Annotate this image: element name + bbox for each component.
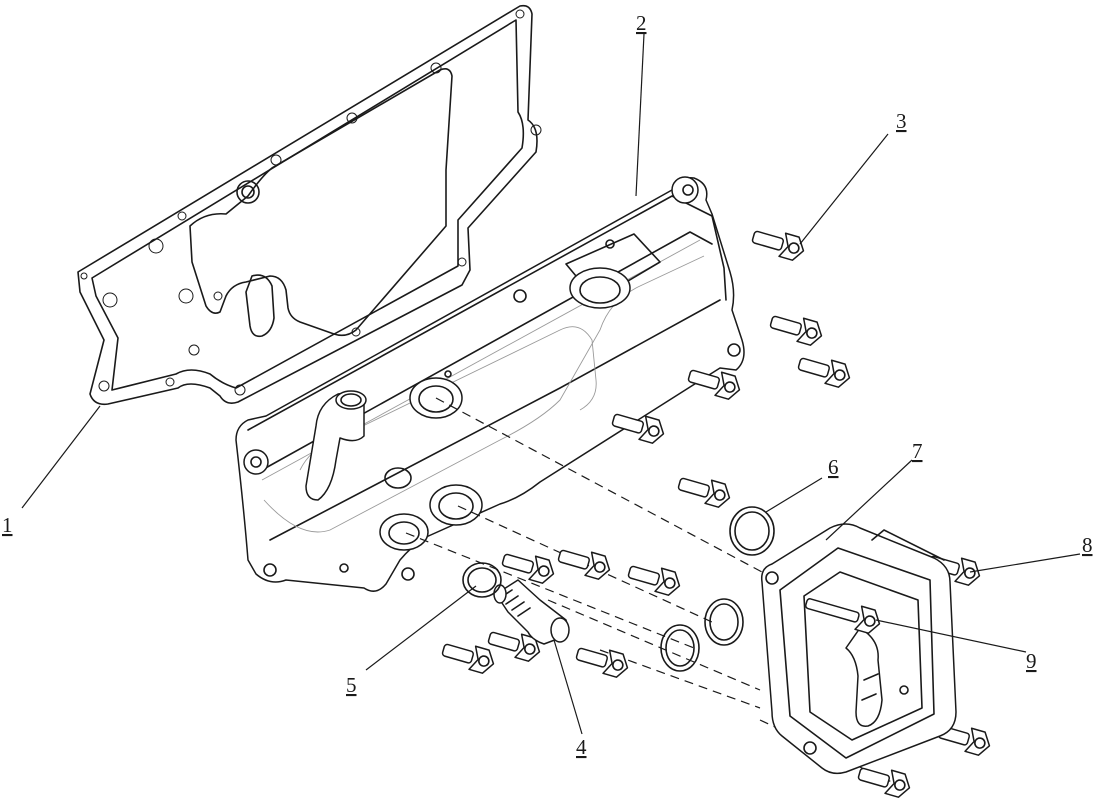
bolt xyxy=(575,647,629,678)
callout-7: 7 xyxy=(912,439,923,463)
bolt xyxy=(487,631,541,662)
bolt xyxy=(751,230,805,261)
callout-3: 3 xyxy=(896,109,907,133)
leader-lines xyxy=(21,33,1081,735)
callout-2: 2 xyxy=(636,11,647,35)
callout-9: 9 xyxy=(1026,649,1037,673)
callout-4: 4 xyxy=(576,735,587,759)
bolt xyxy=(857,767,911,798)
bolts xyxy=(441,230,991,798)
oil-cooler-part-7 xyxy=(760,523,957,775)
bolt xyxy=(501,553,555,584)
callout-6: 6 xyxy=(828,455,839,479)
bolt xyxy=(557,549,611,580)
bolt xyxy=(611,413,665,444)
bolt xyxy=(769,315,823,346)
callout-5: 5 xyxy=(346,673,357,697)
callout-1: 1 xyxy=(2,513,13,537)
o-rings xyxy=(462,506,775,672)
bolt xyxy=(627,565,681,596)
cover-housing-part-2 xyxy=(235,176,745,592)
gasket-part-1 xyxy=(77,4,542,406)
callout-labels: 1 2 3 4 5 6 7 8 9 xyxy=(2,11,1093,759)
bolt xyxy=(441,643,495,674)
bolt xyxy=(797,357,851,388)
fitting-part-4 xyxy=(493,579,570,645)
bolt xyxy=(677,477,731,508)
callout-8: 8 xyxy=(1082,533,1093,557)
bolt xyxy=(687,369,741,400)
